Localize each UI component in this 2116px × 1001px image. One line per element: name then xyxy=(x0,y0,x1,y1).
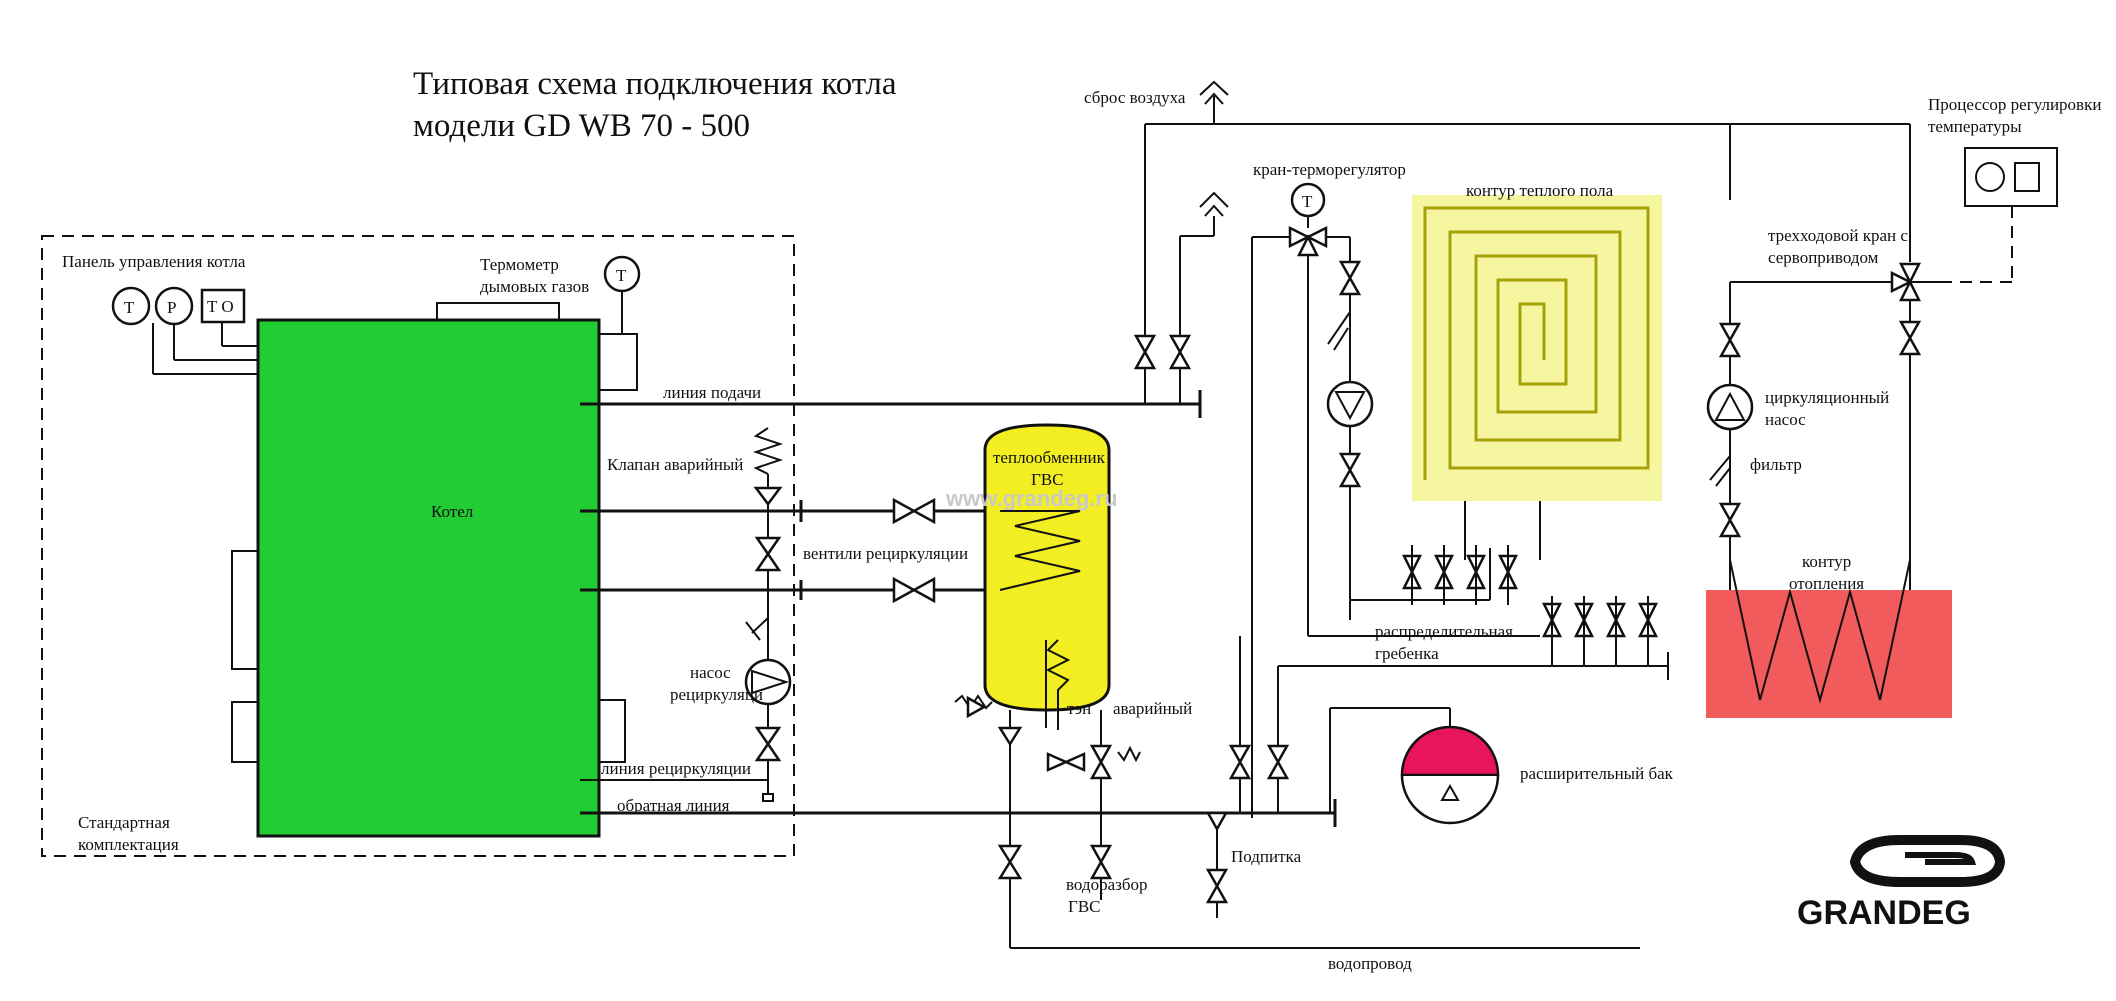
flue-thermometer-label-1: Термометр xyxy=(480,255,559,274)
thermo-valve-icon xyxy=(1288,225,1311,249)
control-panel-gauges: T P T O xyxy=(111,286,260,375)
thermo-valve-label: кран-терморегулятор xyxy=(1253,160,1406,179)
makeup-valve-icon xyxy=(1205,868,1229,904)
processor-unit xyxy=(1964,147,2058,207)
heating-loop-panel xyxy=(1706,590,1952,718)
water-main-valve-icon xyxy=(997,844,1023,880)
dhw-exchanger-label-1: теплообменник xyxy=(993,448,1106,467)
dhw-draw-label-2: ГВС xyxy=(1068,897,1101,916)
floor-loop-valve-lower-icon xyxy=(1338,452,1362,488)
recirc-column-valve-icon xyxy=(754,536,782,572)
makeup-label: Подпитка xyxy=(1231,847,1302,866)
recirc-pump-label-1: насос xyxy=(690,663,731,682)
dhw-coil-icon xyxy=(999,510,1081,591)
manifold-label-2: гребенка xyxy=(1375,644,1439,663)
return-line-label: обратная линия xyxy=(617,796,730,815)
flue-thermometer-icon xyxy=(603,255,641,293)
recirc-pump-label-2: рециркуляци xyxy=(670,685,763,704)
water-main-label: водопровод xyxy=(1328,954,1412,973)
boiler-right-port xyxy=(598,699,626,763)
circ-pump-label-1: циркуляционный xyxy=(1765,388,1889,407)
heating-valve-right-icon xyxy=(1898,320,1922,356)
pressure-gauge-label: P xyxy=(167,298,176,317)
pressure-gauge-icon xyxy=(154,286,194,326)
diagram-title-line-2: модели GD WB 70 - 500 xyxy=(413,108,750,144)
heating-loop-label-2: отопления xyxy=(1789,574,1864,593)
relief-valve-label: Клапан аварийный xyxy=(607,455,743,474)
thermostat-box-label: T O xyxy=(207,297,234,316)
processor-label-2: температуры xyxy=(1928,117,2022,136)
return-valves-icon xyxy=(1228,744,1290,780)
boiler-side-door-upper xyxy=(231,550,259,670)
circ-pump-icon xyxy=(1706,383,1754,431)
grandeg-logo-mark-icon xyxy=(1849,835,2006,887)
processor-label-1: Процессор регулировки xyxy=(1928,95,2101,114)
dhw-draw-label-1: водоразбор xyxy=(1066,875,1147,894)
temperature-gauge-label: T xyxy=(124,298,135,317)
boiler-body xyxy=(256,318,601,838)
emergency-label: аварийный xyxy=(1113,699,1192,718)
recirc-valves-label: вентили рециркуляции xyxy=(803,544,968,563)
circ-filter-valve-icon xyxy=(1718,502,1742,538)
heater-label: тэн xyxy=(1067,699,1091,718)
dhw-exchanger-label-2: ГВС xyxy=(1031,470,1064,489)
floor-loop-label: контур теплого пола xyxy=(1466,181,1614,200)
watermark: www.grandeg.ru xyxy=(945,486,1118,511)
supply-valves-icon xyxy=(1133,334,1192,370)
expansion-tank-top xyxy=(1400,725,1500,777)
circ-pump-valve-icon xyxy=(1718,322,1742,358)
standard-kit-frame xyxy=(41,235,795,857)
standard-kit-label-2: комплектация xyxy=(78,835,179,854)
floor-loop-valve-upper-icon xyxy=(1338,260,1362,296)
three-way-valve-icon xyxy=(1898,262,1922,285)
thermo-valve-gauge-label: T xyxy=(1302,192,1313,211)
circ-pump-label-2: насос xyxy=(1765,410,1806,429)
expansion-tank-label: расширительный бак xyxy=(1520,764,1674,783)
dhw-tank xyxy=(983,423,1111,712)
manifold-valves-upper-icon xyxy=(1401,554,1519,590)
thermostat-box-icon xyxy=(200,288,246,324)
heater-element-icon xyxy=(1045,639,1071,730)
grandeg-logo: GRANDEG xyxy=(1797,835,2006,932)
manifold-label-1: распределительная xyxy=(1375,622,1513,641)
expansion-tank-bottom xyxy=(1400,774,1500,825)
filter-label: фильтр xyxy=(1750,455,1802,474)
processor-dial-icon xyxy=(1975,162,2005,192)
boiler-side-door-lower xyxy=(231,701,259,763)
flue-thermometer-gauge-label: T xyxy=(616,266,627,285)
recirc-line-label: линия рециркуляции xyxy=(601,759,751,778)
air-vent-2-icon xyxy=(1199,191,1229,208)
flue-thermometer-label-2: дымовых газов xyxy=(480,277,589,296)
air-vent-label: сброс воздуха xyxy=(1084,88,1186,107)
floor-loop-spiral-icon xyxy=(1423,206,1650,480)
grandeg-logo-text: GRANDEG xyxy=(1797,894,1971,932)
three-way-valve-label-1: трехходовой кран с xyxy=(1768,226,1908,245)
recirc-valve-upper-icon xyxy=(892,497,936,525)
boiler-top-collar xyxy=(436,302,560,322)
heating-loop-label-1: контур xyxy=(1802,552,1851,571)
dhw-draw-valve-icon xyxy=(1089,844,1113,880)
processor-screen-icon xyxy=(2014,162,2040,192)
air-vent-icon xyxy=(1199,80,1229,96)
flue-outlet xyxy=(598,333,638,391)
diagram-title-line-1: Типовая схема подключения котла xyxy=(413,66,897,102)
manifold-valves-lower-icon xyxy=(1541,602,1659,638)
standard-kit-label-1: Стандартная xyxy=(78,813,170,832)
relief-valve-spring-icon xyxy=(752,427,784,475)
temperature-gauge-icon xyxy=(111,286,151,326)
recirc-pump-valve-icon xyxy=(754,726,782,762)
recirc-valve-lower-icon xyxy=(892,576,936,604)
heating-loop-coil-icon xyxy=(1729,559,1911,704)
three-way-valve-label-2: сервоприводом xyxy=(1768,248,1879,267)
recirc-pump-icon xyxy=(744,658,792,706)
control-panel-label: Панель управления котла xyxy=(62,252,246,271)
boiler-label: Котел xyxy=(431,502,474,521)
supply-line-label: линия подачи xyxy=(663,383,761,402)
